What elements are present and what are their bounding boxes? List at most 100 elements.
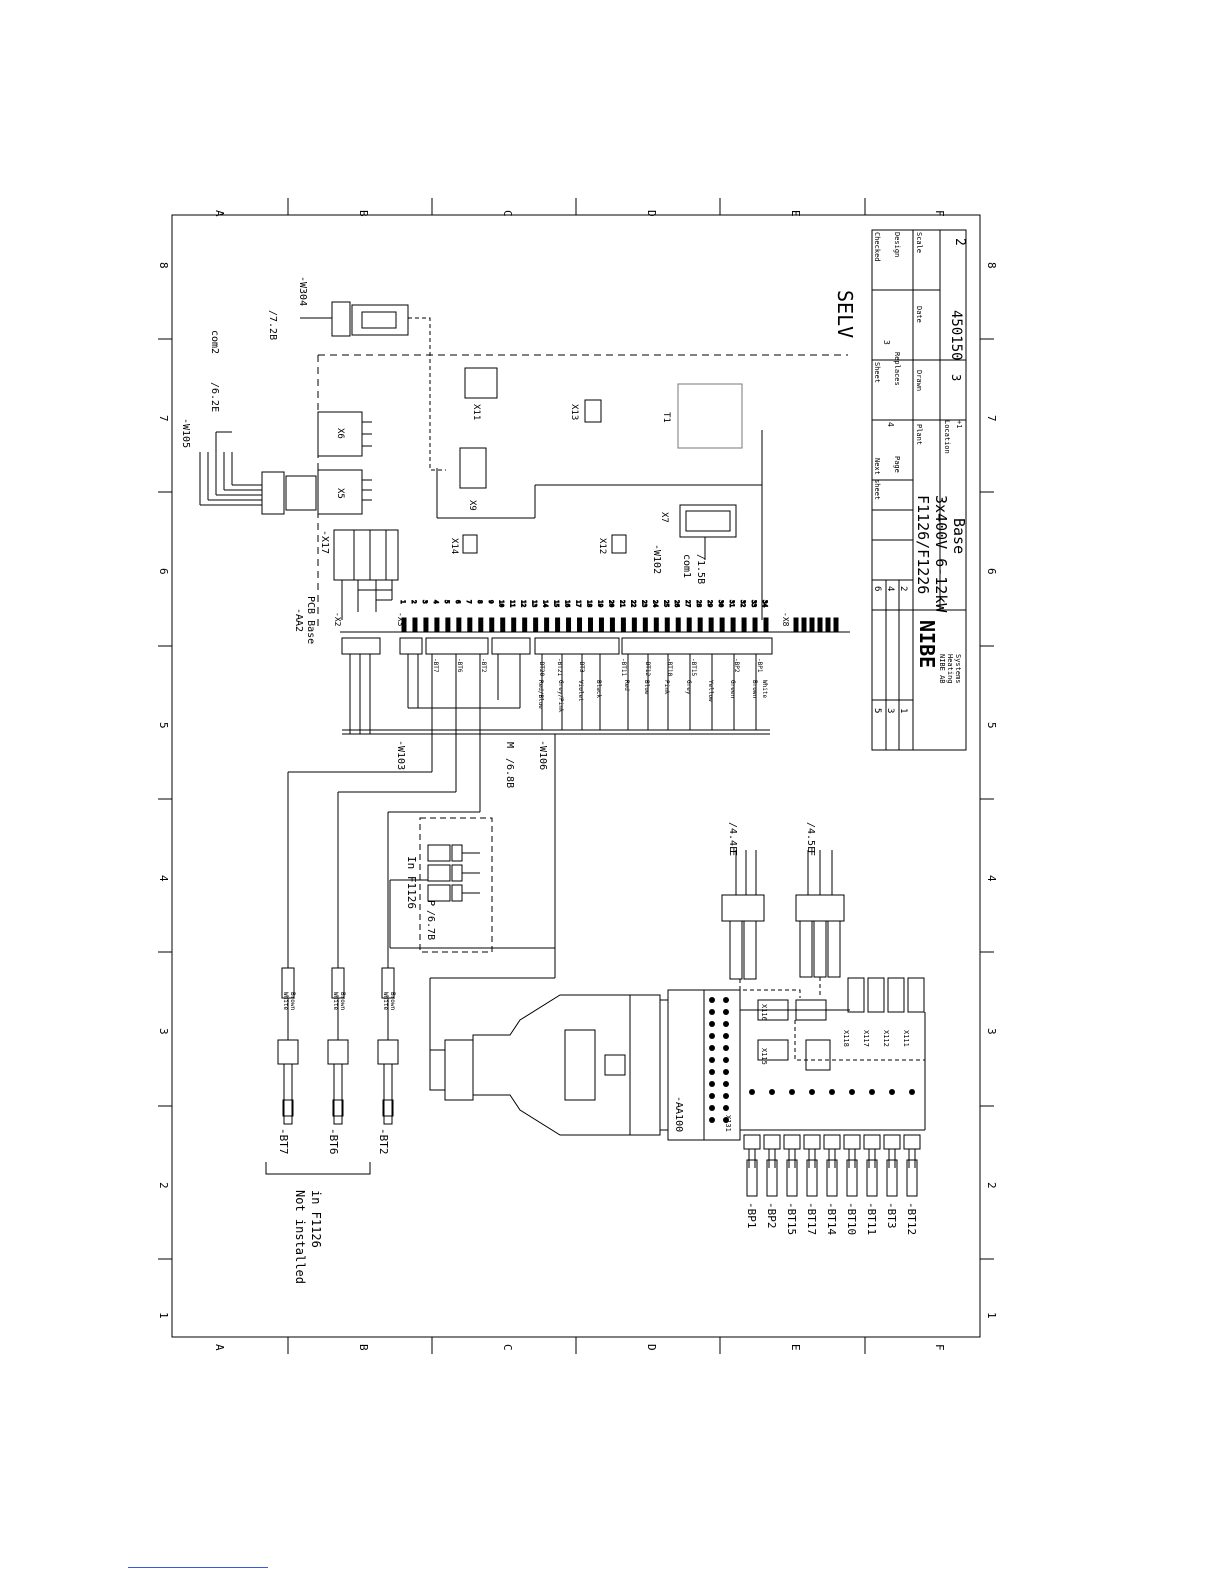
x8-pin-mark bbox=[833, 617, 839, 633]
wire-color-label: Red/Blue bbox=[537, 680, 544, 709]
x3-signal-label: -BT6 bbox=[456, 658, 463, 673]
aa100-pin-dot bbox=[709, 1117, 715, 1123]
sensor-terminal-dot bbox=[769, 1089, 775, 1095]
bt7-label: -BT7 bbox=[277, 1128, 290, 1155]
sensor-label: -BT12 bbox=[905, 1202, 918, 1235]
aa100-pin-dot bbox=[723, 1033, 729, 1039]
sheet-label: Sheet bbox=[873, 362, 881, 383]
x3-signal-label: -BP2 bbox=[733, 658, 740, 673]
checked-label: Checked bbox=[873, 232, 881, 262]
nibe-logo: NIBE bbox=[915, 620, 939, 668]
x8-pin-mark bbox=[793, 617, 799, 633]
x3-signal-label: -BT20 bbox=[538, 658, 545, 676]
wire-color-label: Green bbox=[729, 680, 736, 698]
company-line-1: NIBE AB bbox=[938, 654, 946, 684]
grid-col-e-bottom: E bbox=[789, 1344, 802, 1351]
x3-pin-mark bbox=[587, 617, 593, 633]
x3-pin-number: 27 bbox=[684, 600, 691, 608]
sheet-value: 3 bbox=[882, 340, 891, 345]
w105-label: -W105 bbox=[180, 418, 191, 448]
sensor-label: -BP1 bbox=[745, 1202, 758, 1229]
grid-row-4-right: 4 bbox=[985, 875, 998, 882]
x3-pin-number: 19 bbox=[596, 600, 603, 608]
x7-label: X7 bbox=[659, 512, 669, 523]
x3-pin-mark bbox=[730, 617, 736, 633]
x111-label: X111 bbox=[902, 1030, 910, 1047]
sensor-label: -BT10 bbox=[845, 1202, 858, 1235]
code-3: 2 bbox=[898, 586, 908, 591]
aa100-pin-dot bbox=[709, 1045, 715, 1051]
x3-pin-mark bbox=[456, 617, 462, 633]
x3-pin-mark bbox=[664, 617, 670, 633]
x3-signal-label: -BT10 bbox=[666, 658, 673, 676]
ref-p: P bbox=[425, 900, 436, 906]
grid-row-2-right: 2 bbox=[985, 1182, 998, 1189]
sensor-terminal-dot bbox=[829, 1089, 835, 1095]
revision-2: 3 bbox=[885, 708, 895, 713]
x3-pin-mark bbox=[752, 617, 758, 633]
bt2-label: -BT2 bbox=[377, 1128, 390, 1155]
w103-label: -W103 bbox=[395, 740, 406, 770]
aa100-pin-dot bbox=[709, 1057, 715, 1063]
sensor-label: -BT15 bbox=[785, 1202, 798, 1235]
x3-pin-mark bbox=[423, 617, 429, 633]
x3-pin-number: 2 bbox=[410, 600, 417, 604]
sensor-body bbox=[806, 1159, 818, 1197]
x3-pin-mark bbox=[642, 617, 648, 633]
x3-pin-mark bbox=[445, 617, 451, 633]
x3-pin-mark bbox=[434, 617, 440, 633]
x3-pin-number: 18 bbox=[585, 600, 592, 608]
aa100-pin-dot bbox=[709, 1009, 715, 1015]
aa100-pin-dot bbox=[709, 1021, 715, 1027]
grid-row-3-right: 3 bbox=[985, 1028, 998, 1035]
x3-pin-mark bbox=[653, 617, 659, 633]
aa100-pin-dot bbox=[709, 997, 715, 1003]
replaces-label: Replaces bbox=[893, 352, 901, 386]
revision-3: 1 bbox=[898, 708, 908, 713]
wire-color-label: Red bbox=[623, 680, 630, 691]
x3-pin-number: 30 bbox=[717, 600, 724, 608]
x3-pin-number: 21 bbox=[618, 600, 625, 608]
grid-col-d-bottom: D bbox=[645, 1344, 658, 1351]
pcb-base-label: PCB Base bbox=[305, 596, 316, 644]
aa100-label: -AA100 bbox=[673, 1096, 684, 1132]
wire-color-label: Blue bbox=[643, 680, 650, 695]
grid-col-b-bottom: B bbox=[357, 1344, 370, 1351]
wire-color-label: Brown bbox=[751, 680, 758, 698]
grid-row-8-right: 8 bbox=[985, 262, 998, 269]
wire-color-label: Grey bbox=[685, 680, 692, 695]
x3-pin-mark bbox=[763, 617, 769, 633]
w304-label: -W304 bbox=[297, 276, 308, 306]
aa100-pin-dot bbox=[723, 1105, 729, 1111]
wire-color-label: Yellow bbox=[707, 680, 714, 702]
x8-label: -X8 bbox=[781, 612, 790, 627]
x3-pin-mark bbox=[555, 617, 561, 633]
x3-pin-mark bbox=[544, 617, 550, 633]
x12-label: X12 bbox=[597, 538, 607, 554]
wire-color-label: Violet bbox=[577, 680, 584, 702]
wire-color-label: Black bbox=[595, 680, 602, 698]
x3-pin-number: 9 bbox=[487, 600, 494, 604]
com1-label: com1 bbox=[681, 554, 692, 578]
aa100-pin-dot bbox=[723, 1081, 729, 1087]
x116-label: X116 bbox=[760, 1004, 768, 1021]
aa100-pin-dot bbox=[723, 1093, 729, 1099]
x3-pin-number: 22 bbox=[629, 600, 636, 608]
x112-label: X112 bbox=[882, 1030, 890, 1047]
sensor-body bbox=[826, 1159, 838, 1197]
drawn-label: Drawn bbox=[915, 370, 923, 391]
x3-signal-label: -BT12 bbox=[644, 658, 651, 676]
x3-pin-mark bbox=[708, 617, 714, 633]
x3-pin-mark bbox=[412, 617, 418, 633]
x3-pin-number: 11 bbox=[509, 600, 516, 608]
bt7-wire-brown: Brown bbox=[289, 992, 296, 1010]
x3-pin-number: 10 bbox=[498, 600, 505, 608]
x8-pin-mark bbox=[801, 617, 807, 633]
x3-signal-label: -BT7 bbox=[432, 658, 439, 673]
aa100-pin-dot bbox=[723, 1021, 729, 1027]
bt6-wire-white: White bbox=[332, 992, 339, 1010]
scale-label: Scale bbox=[915, 232, 923, 253]
sensor-connector bbox=[843, 1134, 861, 1150]
x3-pin-mark bbox=[598, 617, 604, 633]
x3-pin-mark bbox=[522, 617, 528, 633]
